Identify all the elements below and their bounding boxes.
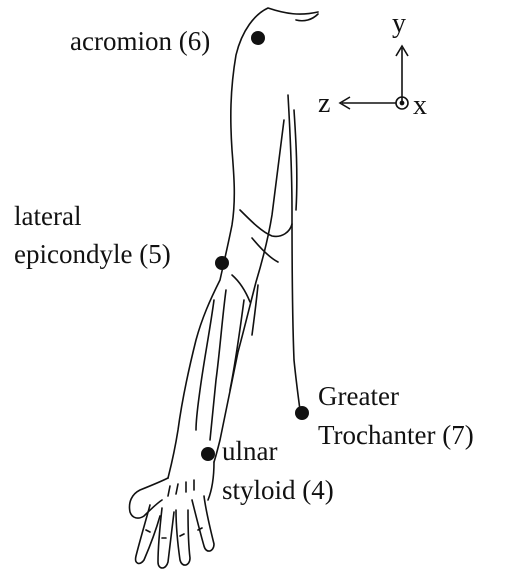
label-ulnar-line1: ulnar xyxy=(222,438,277,465)
marker-acromion xyxy=(251,31,265,45)
label-lateral-line2: epicondyle (5) xyxy=(14,241,171,268)
forearm-line-3 xyxy=(230,300,244,390)
thumb xyxy=(208,462,214,500)
marker-greater-trochanter xyxy=(295,406,309,420)
label-trochanter-line1: Greater xyxy=(318,383,399,410)
marker-ulnar-styloid xyxy=(201,447,215,461)
inner-arm-contour xyxy=(214,120,284,462)
axis-label-y: y xyxy=(392,10,406,38)
finger-4 xyxy=(192,496,214,551)
label-trochanter-line2: Trochanter (7) xyxy=(318,422,474,449)
finger-1 xyxy=(136,505,160,563)
axis-label-z: z xyxy=(318,90,330,118)
arm-outline-back xyxy=(168,8,318,478)
forearm-line-1 xyxy=(196,300,214,430)
marker-lateral-epicondyle xyxy=(215,256,229,270)
shoulder-contour xyxy=(296,14,318,21)
label-acromion: acromion (6) xyxy=(70,28,210,55)
coordinate-axes xyxy=(340,46,408,109)
label-lateral-line1: lateral xyxy=(14,203,81,230)
label-ulnar-line2: styloid (4) xyxy=(222,477,334,504)
torso-line xyxy=(288,95,300,410)
torso-line-inner xyxy=(294,110,297,210)
axis-label-x: x xyxy=(413,92,427,120)
finger-3 xyxy=(176,510,190,565)
elbow-crease-3 xyxy=(232,275,250,302)
elbow-crease-1 xyxy=(240,210,292,236)
